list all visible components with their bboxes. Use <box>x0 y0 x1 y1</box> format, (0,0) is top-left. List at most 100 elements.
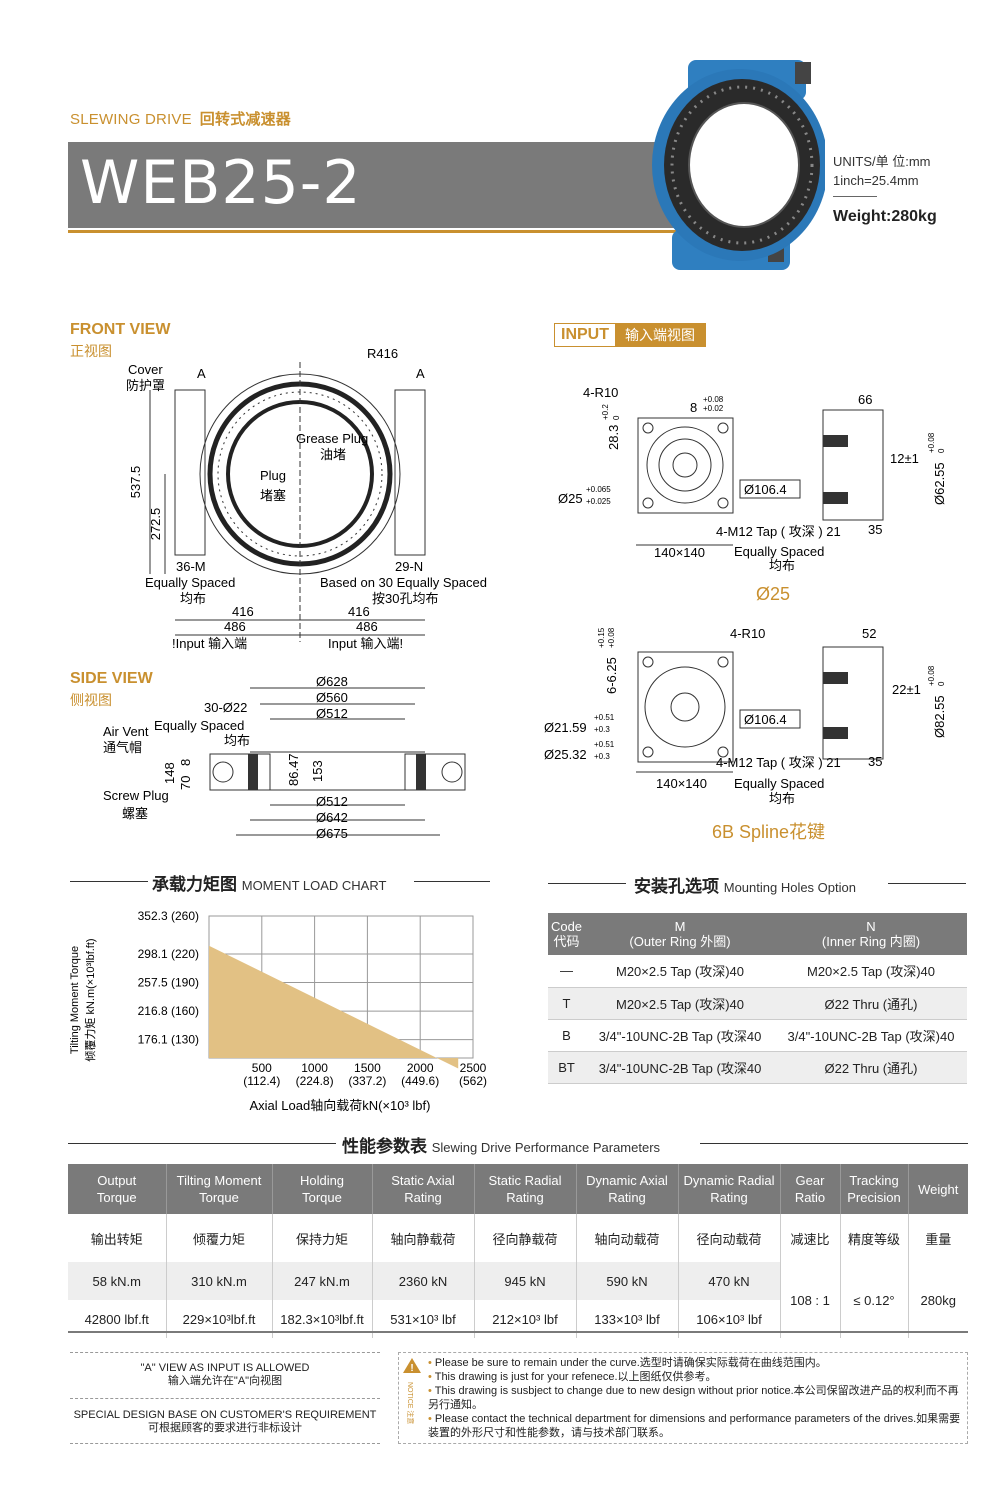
iv1-bore-outer <box>658 438 712 492</box>
ph-7-l1: Gear <box>795 1173 825 1188</box>
chart-x-tick-sublabel: (562) <box>459 1074 487 1088</box>
notice-list: • Please be sure to remain under the cur… <box>428 1356 968 1440</box>
ph-5-l2: Rating <box>608 1190 646 1205</box>
sv-screw-cn: 螺塞 <box>122 806 148 821</box>
iv2-d8255-tol2: 0 <box>937 681 946 686</box>
iv1-d6255-tol1: +0.08 <box>927 432 936 453</box>
sv-right-gear <box>441 761 463 783</box>
performance-title: 性能参数表 Slewing Drive Performance Paramete… <box>342 1132 660 1157</box>
iv1-hole-3 <box>642 497 654 509</box>
perf-metric-cell: 58 kN.m <box>68 1262 167 1300</box>
perf-bottom-rule <box>68 1331 968 1333</box>
iv2-d2159-tol1: +0.51 <box>594 713 615 722</box>
iv2-d8255: Ø82.55 <box>932 695 947 738</box>
sv-left-motor <box>209 753 271 791</box>
photo-bore <box>688 102 800 228</box>
mounting-title: 安装孔选项 Mounting Holes Option <box>634 872 856 897</box>
mount-cell: M20×2.5 Tap (攻深)40 <box>775 955 967 988</box>
perf-cn-cell: 径向静载荷 <box>474 1214 577 1262</box>
ph-6-l1: Dynamic Radial <box>683 1173 775 1188</box>
moment-load-chart: 176.1 (130)216.8 (160)257.5 (190)298.1 (… <box>69 909 487 1113</box>
perf-cn-cell: 减速比 <box>780 1214 841 1262</box>
series-label-cn: 回转式减速器 <box>199 111 291 128</box>
fv-based30: Based on 30 Equally Spaced <box>320 575 487 590</box>
iv2-h625-tol1: +0.15 <box>597 627 606 648</box>
fv-cover-cn: 防护罩 <box>126 378 165 393</box>
perf-cn-cell: 倾覆力矩 <box>166 1214 273 1262</box>
iv2-eq-cn: 均布 <box>769 791 795 806</box>
chart-x-tick-label: 2500 <box>460 1061 487 1075</box>
iv1-bearing-b <box>823 492 848 504</box>
iv2-d2532: Ø25.32 <box>544 747 587 762</box>
fv-a-right: A <box>416 366 425 381</box>
chart-y-tick-label: 216.8 (160) <box>138 1004 199 1018</box>
ph-3-l1: Static Axial <box>391 1173 455 1188</box>
photo-bolt-holes <box>670 85 814 245</box>
fv-input-a: !Input 输入端 <box>172 636 247 651</box>
mounting-header-m: M(Outer Ring 外圈) <box>585 913 775 955</box>
input-view-bottom-drawing: 4-R10 6-6.25 +0.15 +0.08 Ø21.59 +0.51 +0… <box>544 626 947 842</box>
note-special-en: SPECIAL DESIGN BASE ON CUSTOMER'S REQUIR… <box>73 1409 377 1421</box>
perf-title-rule-right <box>700 1143 968 1144</box>
iv1-d25-tol2: +0.025 <box>586 497 611 506</box>
sv-d512t: Ø512 <box>316 706 348 721</box>
ph-1-l2: Torque <box>199 1190 239 1205</box>
input-view-tag: INPUT 输入端视图 <box>554 323 706 347</box>
mount-cell: 3/4"-10UNC-2B Tap (攻深40 <box>585 1051 775 1084</box>
ph-2-l1: Holding <box>299 1173 345 1188</box>
fv-n29: 29-N <box>395 559 423 574</box>
iv2-l35: 35 <box>868 754 882 769</box>
product-photo <box>652 60 825 270</box>
iv2-hole-1 <box>642 656 654 668</box>
chart-x-tick-sublabel: (112.4) <box>243 1074 280 1088</box>
mh-m-1: M <box>674 919 686 934</box>
mh-m-2: (Outer Ring 外圈) <box>629 934 731 949</box>
sv-d560: Ø560 <box>316 690 348 705</box>
sv-d675: Ø675 <box>316 826 348 841</box>
fv-plug-cn: 堵塞 <box>260 488 286 503</box>
notice-item-text: Please be sure to remain under the curve… <box>434 1357 827 1369</box>
model-title-bar: WEB25-2 <box>68 142 683 228</box>
iv1-hole-1 <box>642 422 654 434</box>
sv-d628: Ø628 <box>316 674 348 689</box>
perf-metric-cell: 247 kN.m <box>272 1262 373 1300</box>
moment-title-rule-left <box>70 881 148 882</box>
note-input-cn: 输入端允许在"A"向视图 <box>167 1375 283 1387</box>
iv2-eq: Equally Spaced <box>734 776 824 791</box>
iv2-flange <box>637 651 734 763</box>
iv2-hole-2 <box>717 656 729 668</box>
mount-cell: — <box>548 955 585 988</box>
ph-8-l2: Precision <box>847 1190 901 1205</box>
mount-cell: M20×2.5 Tap (攻深)40 <box>585 955 775 988</box>
perf-metric-row: 58 kN.m 310 kN.m 247 kN.m 2360 kN 945 kN… <box>68 1262 968 1338</box>
iv1-d25-tol1: +0.065 <box>586 485 611 494</box>
sv-vent-cn: 通气帽 <box>103 740 142 755</box>
iv2-h625-tol2: +0.08 <box>607 627 616 648</box>
sv-eq-cn: 均布 <box>224 733 250 748</box>
iv1-r10: 4-R10 <box>583 385 618 400</box>
ph-0-l2: Torque <box>96 1190 137 1205</box>
iv1-d6255-tol2: 0 <box>937 448 946 453</box>
ph-1-l1: Tilting Moment <box>176 1173 262 1188</box>
notes-rule-mid <box>70 1398 380 1399</box>
perf-cn-cell: 保持力矩 <box>272 1214 373 1262</box>
ph-0-l1: Output <box>97 1173 137 1188</box>
iv1-hole-2 <box>717 422 729 434</box>
fv-grease: Grease Plug <box>296 431 368 446</box>
perf-cn-cell: 重量 <box>925 1231 952 1247</box>
chart-ylabel-2: 倾覆力矩 kN.m(×10³lbf.ft) <box>84 938 97 1061</box>
front-view-drawing: R416 Cover 防护罩 A A Grease Plug 油堵 Plug 堵… <box>126 346 487 651</box>
notice-box <box>398 1352 968 1444</box>
sv-h148: 148 <box>162 762 177 784</box>
fv-r416: R416 <box>367 346 398 361</box>
iv2-bearing-a <box>823 672 848 684</box>
performance-title-en: Slewing Drive Performance Parameters <box>431 1140 661 1155</box>
iv1-side <box>822 409 884 521</box>
chart-ylabel-1: Tilting Moment Torque <box>69 946 81 1054</box>
mount-cell: BT <box>548 1051 585 1084</box>
